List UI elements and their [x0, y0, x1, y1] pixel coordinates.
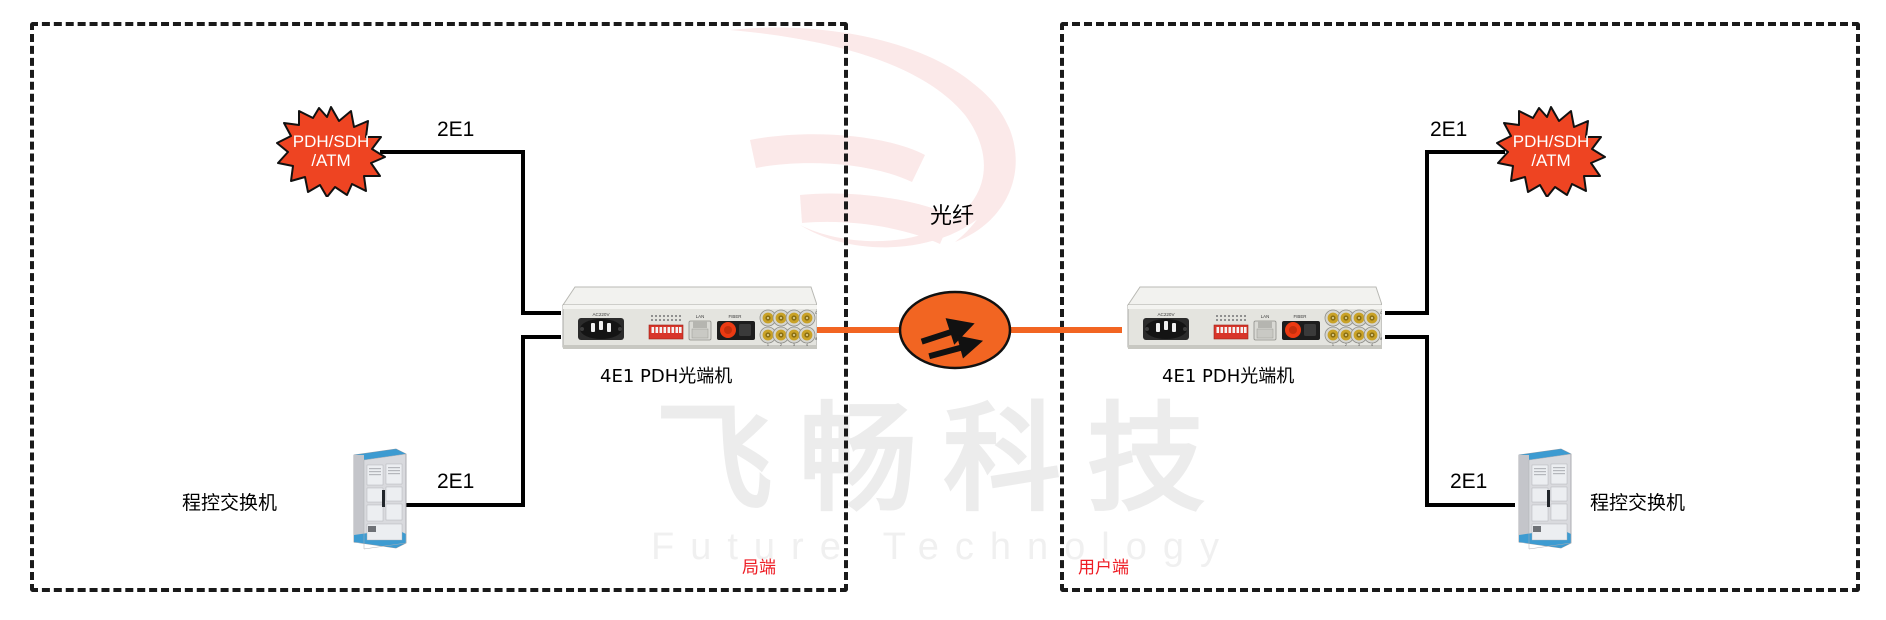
- pdh-device-icon: AC220V: [562, 286, 817, 349]
- svg-text:3: 3: [1358, 343, 1360, 347]
- starburst-icon: [1496, 106, 1606, 197]
- svg-text:4: 4: [1371, 343, 1373, 347]
- left-top-link-label: 2E1: [437, 118, 475, 141]
- right-device-caption: 4E1 PDH光端机: [1162, 366, 1295, 387]
- left-top-wire-horizontal: [380, 150, 525, 154]
- pbx-cabinet-icon: [353, 448, 407, 550]
- svg-text:IN: IN: [1380, 337, 1382, 341]
- right-bottom-wire-vertical: [1425, 335, 1429, 507]
- svg-text:LAN: LAN: [1261, 314, 1270, 319]
- right-bottom-wire-into-device: [1385, 335, 1429, 339]
- svg-text:OUT: OUT: [1380, 311, 1382, 315]
- left-bottom-wire-horizontal: [405, 503, 525, 507]
- left-top-wire-vertical: [521, 150, 525, 315]
- svg-text:2: 2: [780, 343, 782, 347]
- right-top-wire-into-device: [1385, 311, 1429, 315]
- svg-text:OUT: OUT: [815, 311, 817, 315]
- svg-text:AC220V: AC220V: [592, 312, 610, 317]
- svg-text:AC220V: AC220V: [1157, 312, 1175, 317]
- right-pbx-caption: 程控交换机: [1590, 492, 1686, 514]
- fiber-trunk-right: [1010, 327, 1122, 333]
- svg-text:FIBER: FIBER: [729, 314, 742, 319]
- starburst-icon: [276, 106, 386, 197]
- svg-text:2: 2: [1345, 343, 1347, 347]
- right-pdh-sdh-atm-burst: PDH/SDH /ATM: [1495, 105, 1607, 197]
- right-bottom-wire-horizontal: [1425, 503, 1515, 507]
- right-pdh-multiplexer-device: AC220V: [1118, 285, 1382, 351]
- fiber-trunk-left: [817, 327, 929, 333]
- left-bottom-wire-vertical: [521, 335, 525, 507]
- svg-text:3: 3: [793, 343, 795, 347]
- zone-label-local: 局端: [742, 558, 776, 578]
- pdh-device-icon: AC220V: [1127, 286, 1382, 349]
- fiber-caption: 光纤: [930, 204, 975, 229]
- zone-box-local: [30, 22, 848, 592]
- zone-box-remote: [1060, 22, 1860, 592]
- left-bottom-wire-into-device: [521, 335, 561, 339]
- left-bottom-link-label: 2E1: [437, 470, 475, 493]
- left-top-wire-into-device: [521, 311, 561, 315]
- svg-text:1: 1: [1332, 343, 1334, 347]
- pbx-cabinet-icon: [1518, 448, 1572, 550]
- left-pdh-sdh-atm-burst: PDH/SDH /ATM: [275, 105, 387, 197]
- left-pdh-multiplexer-device: AC220V: [553, 285, 817, 351]
- fiber-exchange-icon: [898, 290, 1012, 370]
- right-bottom-link-label: 2E1: [1450, 470, 1488, 493]
- svg-text:IN: IN: [815, 337, 817, 341]
- svg-text:4: 4: [806, 343, 808, 347]
- left-pbx-caption: 程控交换机: [182, 492, 278, 514]
- right-top-link-label: 2E1: [1430, 118, 1468, 141]
- left-pbx-cabinet: [348, 443, 408, 553]
- right-top-wire-vertical: [1425, 150, 1429, 315]
- right-pbx-cabinet: [1513, 443, 1573, 553]
- fiber-link-symbol: [898, 290, 1012, 375]
- left-device-caption: 4E1 PDH光端机: [600, 366, 733, 387]
- svg-text:LAN: LAN: [696, 314, 705, 319]
- svg-text:1: 1: [767, 343, 769, 347]
- zone-label-remote: 用户端: [1078, 558, 1129, 578]
- svg-text:FIBER: FIBER: [1294, 314, 1307, 319]
- right-top-wire-horizontal: [1425, 150, 1505, 154]
